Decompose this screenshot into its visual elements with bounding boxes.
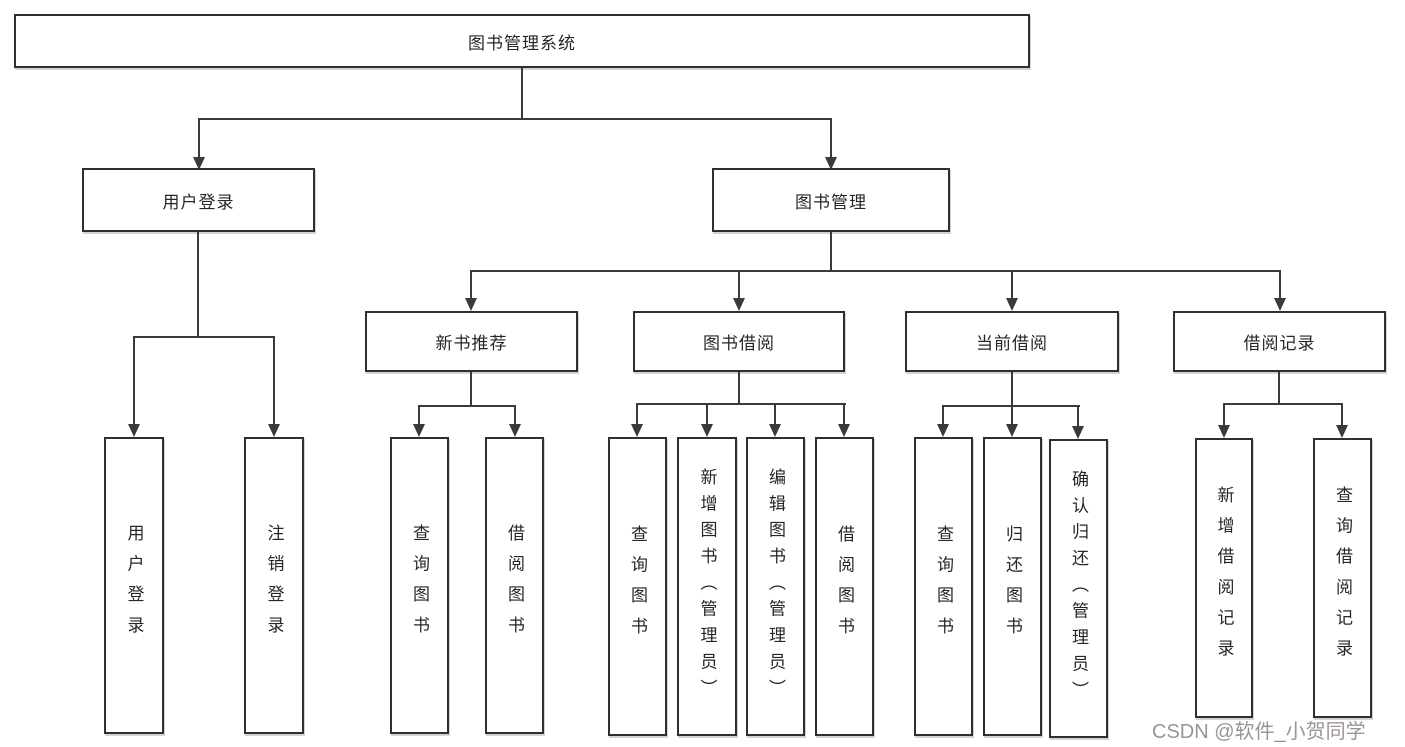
leaf-records-add-record: 新增借阅记录 [1195,438,1253,718]
node-current-borrow-label: 当前借阅 [976,334,1048,353]
leaf-records-add-record-label: 新增借阅记录 [1214,486,1234,670]
connector-leaf-stem [1223,403,1225,425]
node-book-management-label: 图书管理 [795,192,867,212]
connector-leaf-stem [418,405,420,424]
connector-leaf-stem [774,403,776,424]
leaf-current-confirm-return: 确认归还（管理员） [1049,439,1108,738]
connector-book-mgmt-down [830,232,832,272]
arrowhead-down-icon [1336,425,1348,438]
arrowhead-down-icon [128,424,140,437]
node-new-book-recommend-label: 新书推荐 [435,334,508,353]
leaf-borrow-add-book: 新增图书（管理员） [677,437,737,736]
connector-user-login-stem [198,118,200,160]
arrowhead-down-icon [1072,426,1084,439]
connector-leaf-stem [514,405,516,424]
arrowhead-down-icon [509,424,521,437]
node-book-management: 图书管理 [712,168,950,232]
connector-borrow-down [738,372,740,405]
arrowhead-down-icon [1006,424,1018,437]
connector-leaf-stem [1011,270,1013,300]
node-current-borrow: 当前借阅 [905,311,1119,372]
leaf-records-query-record: 查询借阅记录 [1313,438,1372,718]
leaf-borrow-query-book: 查询图书 [608,437,667,736]
leaf-current-return-book: 归还图书 [983,437,1042,736]
leaf-current-return-book-label: 归还图书 [1003,525,1022,648]
node-borrow-records-label: 借阅记录 [1243,334,1316,353]
leaf-borrow-edit-book-label: 编辑图书（管理员） [766,467,785,706]
connector-leaf-stem [133,336,135,425]
leaf-borrow-borrow-book-label: 借阅图书 [835,525,854,648]
arrowhead-down-icon [733,298,745,311]
arrowhead-down-icon [769,424,781,437]
connector-root-stem [521,68,523,120]
connector-leaf-stem [706,403,708,424]
connector-leaf-stem [273,336,275,425]
arrowhead-down-icon [193,157,205,170]
connector-current-down [1011,372,1013,407]
connector-user-login-rail [133,336,275,338]
connector-borrow-rail [636,403,846,405]
arrowhead-down-icon [838,424,850,437]
connector-leaf-stem [1011,405,1013,424]
arrowhead-down-icon [465,298,477,311]
node-user-login-label: 用户登录 [162,192,235,212]
arrowhead-down-icon [1006,298,1018,311]
leaf-user-login: 用户登录 [104,437,164,734]
leaf-user-login-label: 用户登录 [124,524,144,647]
node-user-login: 用户登录 [82,168,315,232]
leaf-current-query-book: 查询图书 [914,437,973,736]
node-root: 图书管理系统 [14,14,1030,68]
arrowhead-down-icon [701,424,713,437]
leaf-recommend-query-book: 查询图书 [390,437,449,734]
connector-recommend-down [470,372,472,407]
connector-leaf-stem [738,270,740,300]
connector-leaf-stem [942,405,944,424]
node-borrow-records: 借阅记录 [1173,311,1386,372]
connector-level1-rail [198,118,832,120]
connector-leaf-stem [1341,403,1343,425]
leaf-logout-label: 注销登录 [264,524,284,647]
connector-records-down [1278,372,1280,405]
leaf-recommend-borrow-book: 借阅图书 [485,437,544,734]
leaf-borrow-add-book-label: 新增图书（管理员） [697,467,717,706]
connector-user-login-down [197,232,199,338]
node-new-book-recommend: 新书推荐 [365,311,578,372]
arrowhead-down-icon [825,157,837,170]
watermark: CSDN @软件_小贺同学 [1152,721,1366,743]
arrowhead-down-icon [937,424,949,437]
leaf-current-confirm-return-label: 确认归还（管理员） [1069,469,1088,708]
connector-leaf-stem [1279,270,1281,300]
connector-level2-rail [470,270,1281,272]
leaf-borrow-borrow-book: 借阅图书 [815,437,874,736]
leaf-current-query-book-label: 查询图书 [934,525,953,648]
arrowhead-down-icon [1274,298,1286,311]
node-root-label: 图书管理系统 [468,33,576,53]
connector-leaf-stem [636,403,638,424]
arrowhead-down-icon [413,424,425,437]
leaf-recommend-borrow-book-label: 借阅图书 [505,524,524,647]
connector-leaf-stem [470,270,472,300]
leaf-recommend-query-book-label: 查询图书 [410,524,429,647]
connector-records-rail [1223,403,1343,405]
connector-book-mgmt-stem [830,118,832,160]
connector-leaf-stem [843,403,845,424]
leaf-logout: 注销登录 [244,437,304,734]
arrowhead-down-icon [631,424,643,437]
leaf-records-query-record-label: 查询借阅记录 [1333,486,1352,670]
connector-recommend-rail [418,405,516,407]
arrowhead-down-icon [1218,425,1230,438]
arrowhead-down-icon [268,424,280,437]
node-book-borrow: 图书借阅 [633,311,845,372]
node-book-borrow-label: 图书借阅 [703,334,775,353]
leaf-borrow-edit-book: 编辑图书（管理员） [746,437,805,736]
leaf-borrow-query-book-label: 查询图书 [628,525,647,648]
connector-leaf-stem [1077,405,1079,426]
